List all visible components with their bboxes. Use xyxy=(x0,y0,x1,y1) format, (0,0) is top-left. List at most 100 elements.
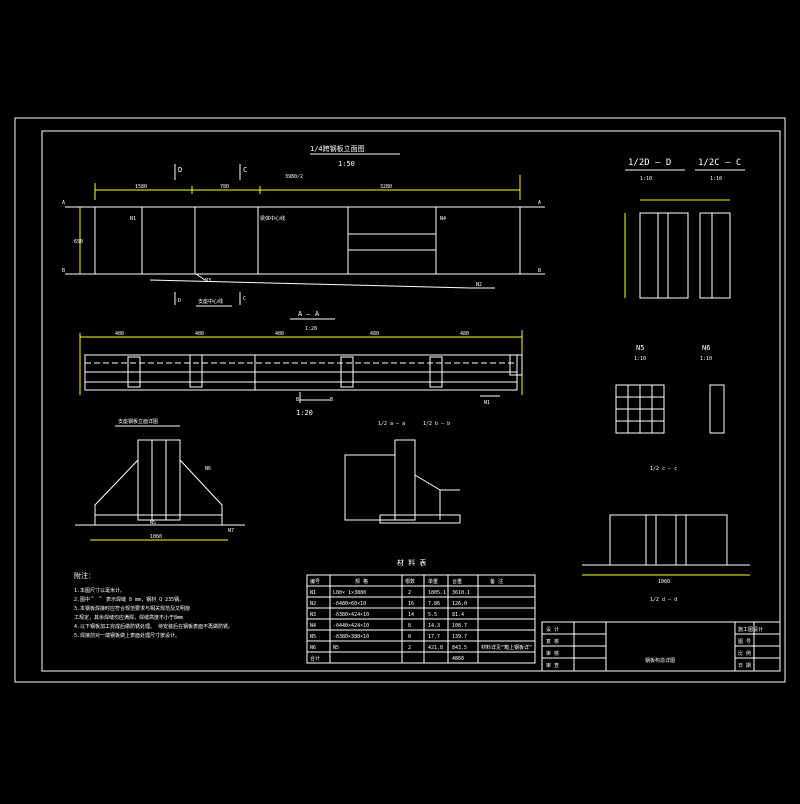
svg-text:5.焊接前对一端钢板做上表面处理尺寸按设计。: 5.焊接前对一端钢板做上表面处理尺寸按设计。 xyxy=(74,632,180,639)
svg-text:780: 780 xyxy=(220,184,229,190)
svg-text:480: 480 xyxy=(460,331,469,337)
materials-cell: 1805.1 xyxy=(428,590,446,596)
title-block: 设 计 复 核 审 核 审 查 钢板构造详图 施工图设计 图 号 比 例 日 期 xyxy=(541,621,781,672)
svg-text:1:10: 1:10 xyxy=(640,176,652,182)
svg-text:图 号: 图 号 xyxy=(738,639,751,645)
section-a-view: 1/2 a — a 1/2 b — b xyxy=(344,421,461,524)
materials-cell: N3 xyxy=(310,612,316,618)
elevation-plate xyxy=(94,206,521,275)
materials-cell: 843.5 xyxy=(452,645,467,651)
svg-text:650: 650 xyxy=(74,239,83,245)
section-aa-scale: 1:20 xyxy=(305,326,317,332)
support-web xyxy=(137,439,181,521)
svg-text:单重: 单重 xyxy=(428,578,438,585)
section-aa-view: A — A 1:20 480 480 480 480 480 B B 1:20 … xyxy=(79,310,523,417)
svg-text:N1: N1 xyxy=(130,216,136,222)
drawing-name: 钢板构造详图 xyxy=(645,657,675,664)
svg-text:根数: 根数 xyxy=(405,578,415,585)
svg-text:A: A xyxy=(538,200,541,206)
section-c-view: 1/2 c — c 1060 1/2 d — d xyxy=(582,466,750,603)
materials-cell: N4 xyxy=(310,623,316,629)
section-aa-title: A — A xyxy=(298,310,320,318)
section-mark-a: A xyxy=(62,200,65,206)
materials-cell: 14 xyxy=(408,612,414,618)
svg-text:3280: 3280 xyxy=(380,184,392,190)
materials-cell: N5 xyxy=(310,634,316,640)
materials-cell: 16 xyxy=(408,601,414,607)
svg-text:1060: 1060 xyxy=(150,534,162,540)
materials-cell: 139.7 xyxy=(452,634,467,640)
section-mark-b: B xyxy=(62,268,65,274)
svg-text:审 核: 审 核 xyxy=(546,650,559,657)
n5-title: N5 xyxy=(636,344,644,352)
materials-cell: 7.86 xyxy=(428,601,440,607)
section-a-title: 1/2 a — a xyxy=(378,421,405,427)
materials-cell: 126.0 xyxy=(452,601,467,607)
materials-cell: 8 xyxy=(408,634,411,640)
svg-text:1060: 1060 xyxy=(658,579,670,585)
materials-cell: 2 xyxy=(408,645,411,651)
section-cc-title: 1/2C — C xyxy=(698,158,741,168)
materials-cell: -δ380×424×10 xyxy=(333,612,369,618)
n5-detail-view: N5 1:10 xyxy=(615,344,665,434)
materials-cell: L80× 1×3880 xyxy=(333,590,366,596)
support-centerline-label: 支座中心线 xyxy=(198,298,223,305)
svg-text:1.本图尺寸以毫米计。: 1.本图尺寸以毫米计。 xyxy=(74,587,125,594)
notes-block: 附注： 1.本图尺寸以毫米计。 2.图中＂ ＂ 表示焊缝 8 mm，钢材 Q 2… xyxy=(74,571,233,639)
materials-cell: -δ440×424×10 xyxy=(333,623,369,629)
elevation-view: 1/4跨钢板立面图 1:50 D C 1580 780 3280 3980/2 … xyxy=(62,144,545,307)
svg-text:编号: 编号 xyxy=(310,578,320,585)
svg-text:3980/2: 3980/2 xyxy=(285,174,303,180)
svg-text:梁体中心线: 梁体中心线 xyxy=(260,215,285,222)
elevation-title: 1/4跨钢板立面图 xyxy=(310,144,365,153)
materials-cell: 材料详见“箱上钢板详” xyxy=(481,644,532,651)
svg-text:合重: 合重 xyxy=(452,578,462,585)
support-detail-view: 支座钢板立面详图 1060 N5 N6 N7 xyxy=(75,418,245,541)
svg-text:2.图中＂ ＂ 表示焊缝 8 mm，钢材 Q 235钢。: 2.图中＂ ＂ 表示焊缝 8 mm，钢材 Q 235钢。 xyxy=(74,596,184,603)
materials-cell: 3610.1 xyxy=(452,590,470,596)
elevation-scale: 1:50 xyxy=(338,160,355,168)
drawing-frame xyxy=(41,130,781,672)
svg-text:D: D xyxy=(178,298,181,304)
materials-cell: 108.7 xyxy=(452,623,467,629)
materials-title: 材 料 表 xyxy=(397,558,426,567)
sheet-border xyxy=(14,117,786,683)
section-dd-view: 1/2D — D 1:10 1/2C — C 1:10 xyxy=(624,158,745,299)
n6-detail-view: N6 1:10 xyxy=(700,344,725,434)
materials-cell: N1 xyxy=(310,590,316,596)
materials-cell: 5.5 xyxy=(428,612,437,618)
n6-title: N6 xyxy=(702,344,710,352)
section-mark-d: D xyxy=(178,166,182,174)
svg-text:B: B xyxy=(296,397,299,403)
svg-text:N6: N6 xyxy=(205,466,211,472)
materials-cell: 14.3 xyxy=(428,623,440,629)
svg-text:N3: N3 xyxy=(205,278,211,284)
svg-text:B: B xyxy=(330,397,333,403)
section-b-title: 1/2 b — b xyxy=(423,421,450,427)
section-bb-scale: 1:20 xyxy=(296,409,313,417)
svg-text:4.以下钢板加工完成后做防锈处理。 待安装后在: 4.以下钢板加工完成后做防锈处理。 待安装后在钢板表面不再做防锈。 xyxy=(74,623,233,630)
svg-text:1:10: 1:10 xyxy=(634,356,646,362)
svg-text:比 例: 比 例 xyxy=(738,650,751,657)
materials-cell: 8 xyxy=(408,623,411,629)
svg-text:规 格: 规 格 xyxy=(355,578,368,585)
svg-text:1580: 1580 xyxy=(135,184,147,190)
support-detail-title: 支座钢板立面详图 xyxy=(118,418,158,425)
svg-text:工规定，其余焊缝均应满焊，焊缝高度不小于8mm: 工规定，其余焊缝均应满焊，焊缝高度不小于8mm xyxy=(74,614,183,621)
svg-text:1:10: 1:10 xyxy=(710,176,722,182)
section-dd-title: 1/2D — D xyxy=(628,158,671,168)
project-name: 施工图设计 xyxy=(738,626,763,633)
svg-text:N5: N5 xyxy=(150,520,156,526)
materials-cell: 421.8 xyxy=(428,645,443,651)
svg-text:480: 480 xyxy=(115,331,124,337)
svg-text:480: 480 xyxy=(195,331,204,337)
svg-text:N2: N2 xyxy=(476,282,482,288)
svg-text:复 核: 复 核 xyxy=(546,638,559,645)
materials-cell: 2 xyxy=(408,590,411,596)
materials-cell: -δ480×60×10 xyxy=(333,601,366,607)
materials-cell: N5 xyxy=(333,645,339,651)
section-d-title: 1/2 d — d xyxy=(650,597,677,603)
